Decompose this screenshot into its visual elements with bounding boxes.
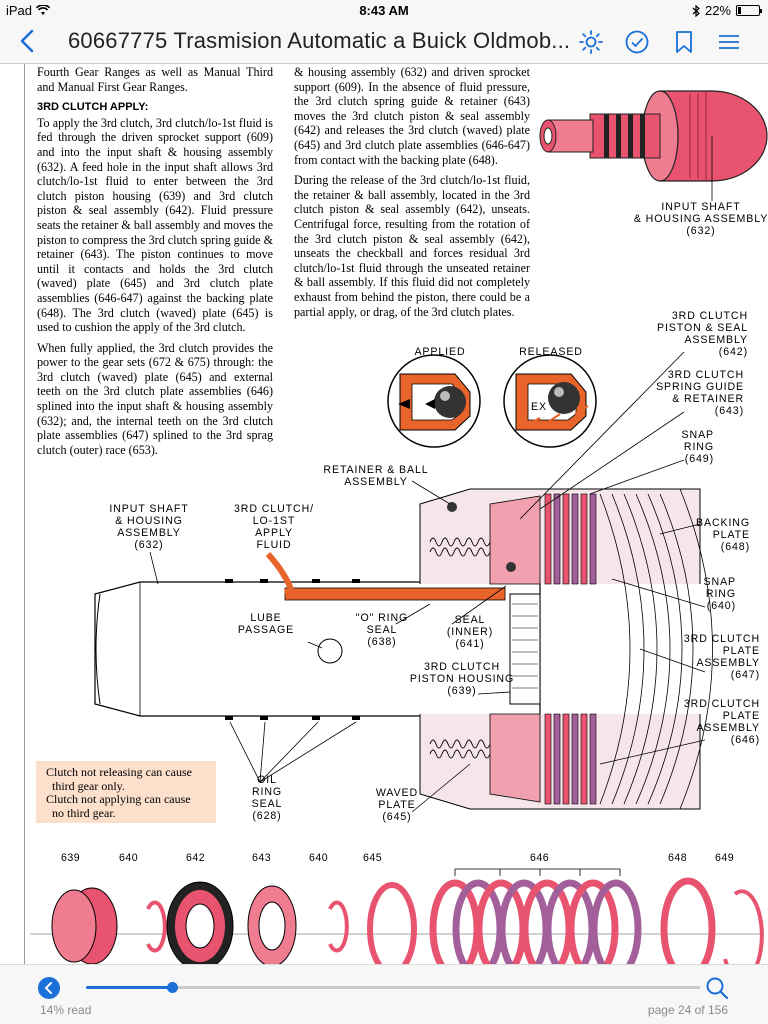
part-number: 649: [715, 852, 735, 864]
label-applied: APPLIED: [414, 346, 466, 358]
part-number: 648: [668, 852, 688, 864]
bookmark-icon[interactable]: [671, 29, 697, 55]
wifi-icon: [36, 5, 51, 15]
status-bar: iPad 8:43 AM 22%: [0, 0, 768, 20]
read-progress-label: 14% read: [40, 1003, 92, 1017]
note-line: Clutch not applying can cause: [46, 792, 191, 806]
slider-knob[interactable]: [166, 982, 178, 993]
battery-percent: 22%: [704, 3, 731, 18]
released-detail: [503, 354, 597, 448]
clutch-diagram: [30, 90, 768, 964]
paragraph: When fully applied, the 3rd clutch provi…: [37, 340, 273, 457]
exploded-parts: [30, 868, 764, 964]
label-backing-plate: BACKING PLATE (648): [696, 517, 750, 553]
label-lube-passage: LUBE PASSAGE: [237, 612, 295, 636]
navigation-bar: 60667775 Trasmision Automatic a Buick Ol…: [0, 20, 768, 64]
paragraph: & housing assembly (632) and driven spro…: [294, 65, 530, 167]
device-name: iPad: [6, 3, 33, 18]
note-line: Clutch not releasing can cause: [46, 765, 192, 779]
back-chevron-icon[interactable]: [14, 26, 42, 56]
note-line: no third gear.: [52, 805, 116, 820]
label-apply-fluid: 3RD CLUTCH/ LO-1ST APPLY FLUID: [234, 503, 314, 551]
text-column-right: & housing assembly (632) and driven spro…: [294, 65, 530, 325]
reader-toolbar: 14% read page 24 of 156: [0, 964, 768, 1024]
label-snap-ring-649: SNAP RING (649): [681, 429, 714, 465]
part-number: 642: [186, 852, 206, 864]
input-shaft-illustration: [539, 90, 768, 201]
page-back-button[interactable]: [38, 977, 60, 999]
brightness-icon[interactable]: [578, 29, 604, 55]
label-o-ring: "O" RING SEAL (638): [355, 612, 409, 648]
label-snap-ring-640: SNAP RING (640): [703, 576, 736, 612]
paragraph: During the release of the 3rd clutch/lo-…: [294, 173, 530, 319]
label-seal-inner: SEAL (INNER) (641): [446, 614, 494, 650]
label-ex: EX: [531, 401, 547, 413]
label-plate-646: 3RD CLUTCH PLATE ASSEMBLY (646): [683, 698, 760, 746]
status-time: 8:43 AM: [359, 3, 409, 18]
bluetooth-icon: [692, 4, 700, 17]
label-waved-plate: WAVED PLATE (645): [375, 787, 419, 823]
page-margin-line: [24, 64, 25, 964]
intro-paragraph: Fourth Gear Ranges as well as Manual Thi…: [37, 65, 273, 94]
battery-icon: [736, 5, 762, 16]
page-indicator: page 24 of 156: [647, 1003, 728, 1017]
part-number: 643: [252, 852, 272, 864]
slider-fill: [86, 986, 172, 989]
menu-icon[interactable]: [716, 29, 742, 55]
troubleshooting-note: Clutch not releasing can cause third gea…: [36, 761, 216, 823]
label-spring-guide: 3RD CLUTCH SPRING GUIDE & RETAINER (643): [656, 369, 744, 417]
page-slider[interactable]: [86, 982, 700, 993]
document-title: 60667775 Trasmision Automatic a Buick Ol…: [68, 28, 568, 53]
checkmark-circle-icon[interactable]: [624, 29, 650, 55]
label-retainer-ball: RETAINER & BALL ASSEMBLY: [323, 464, 429, 488]
part-number: 646: [530, 852, 550, 864]
document-page: Fourth Gear Ranges as well as Manual Thi…: [0, 64, 768, 964]
label-input-shaft-top: INPUT SHAFT & HOUSING ASSEMBLY (632): [633, 201, 768, 237]
chevron-left-icon: [44, 982, 52, 994]
applied-detail: [387, 354, 481, 448]
label-piston-housing: 3RD CLUTCH PISTON HOUSING (639): [409, 661, 515, 697]
clutch-cross-section: [94, 488, 713, 810]
label-released: RELEASED: [519, 346, 583, 358]
label-plate-647: 3RD CLUTCH PLATE ASSEMBLY (647): [683, 633, 760, 681]
part-number: 640: [119, 852, 139, 864]
label-input-shaft-left: INPUT SHAFT & HOUSING ASSEMBLY (632): [109, 503, 189, 551]
leader-lines: [149, 351, 706, 813]
part-number: 640: [309, 852, 329, 864]
label-oil-ring-seal: OIL RING SEAL (628): [251, 774, 283, 822]
paragraph: To apply the 3rd clutch, 3rd clutch/lo-1…: [37, 115, 273, 335]
label-piston-seal: 3RD CLUTCH PISTON & SEAL ASSEMBLY (642): [657, 310, 748, 358]
search-icon[interactable]: [704, 975, 730, 1001]
section-heading: 3RD CLUTCH APPLY:: [37, 101, 149, 114]
note-line: third gear only.: [52, 778, 125, 793]
text-column-left: Fourth Gear Ranges as well as Manual Thi…: [37, 65, 273, 463]
part-number: 645: [363, 852, 383, 864]
part-number: 639: [61, 852, 81, 864]
